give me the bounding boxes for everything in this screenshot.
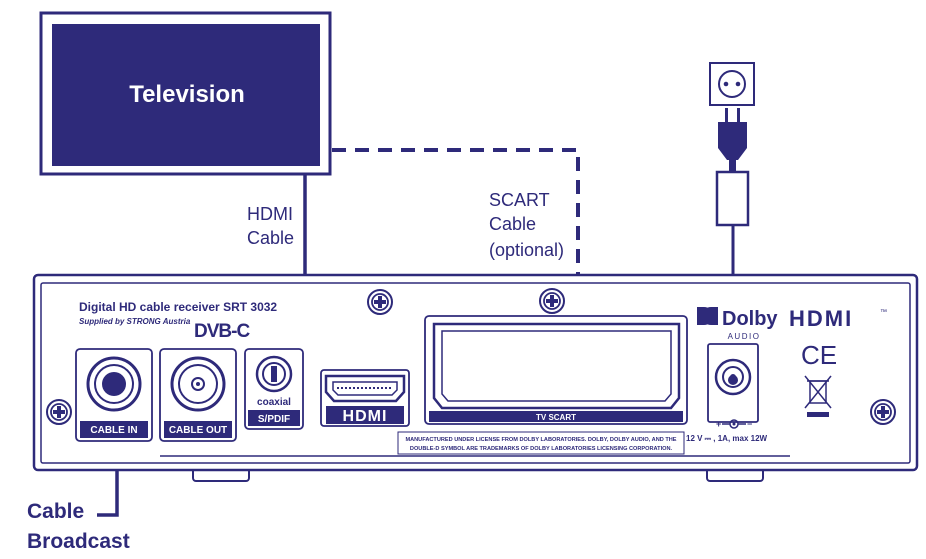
screw-icon — [46, 399, 72, 425]
scart-cable-label: SCART Cable (optional) — [489, 190, 564, 260]
weee-bin-icon — [804, 375, 832, 417]
model-name: Digital HD cable receiver SRT 3032 — [79, 300, 277, 314]
spdif-port: coaxial S/PDIF — [244, 348, 304, 430]
svg-text:+: + — [716, 419, 721, 429]
scart-port: TV SCART — [424, 315, 688, 425]
hdmi-tm: ™ — [880, 309, 887, 316]
broadcast-label: Cable Broadcast — [27, 500, 130, 553]
hdmi-port: HDMI — [320, 369, 410, 427]
hdmi-logo: HDMI — [789, 306, 853, 331]
cable-in-port: CABLE IN — [75, 348, 153, 442]
hdmi-port-label: HDMI — [343, 408, 388, 425]
screw-icon — [870, 399, 896, 425]
wall-socket-icon — [709, 62, 755, 106]
scart-port-label: TV SCART — [536, 413, 576, 422]
svg-text:MANUFACTURED UNDER LICENSE FRO: MANUFACTURED UNDER LICENSE FROM DOLBY LA… — [405, 437, 676, 443]
ce-mark: CE — [801, 340, 837, 370]
receiver-rear-panel: Digital HD cable receiver SRT 3032 Suppl… — [32, 273, 919, 482]
dvb-c-logo: DVB-C — [193, 318, 251, 342]
power-plug-icon — [718, 108, 747, 172]
svg-text:DVB-C: DVB-C — [194, 321, 250, 342]
power-rating: 12 V ⎓ , 1A, max 12W — [686, 434, 768, 443]
svg-text:DOUBLE-D SYMBOL ARE TRADEMARKS: DOUBLE-D SYMBOL ARE TRADEMARKS OF DOLBY … — [410, 446, 673, 452]
dolby-license-text: MANUFACTURED UNDER LICENSE FROM DOLBY LA… — [397, 431, 685, 455]
supplier-text: Supplied by STRONG Austria — [79, 317, 191, 326]
screw-icon — [539, 288, 565, 314]
dolby-double-d-icon — [697, 307, 718, 325]
power-cable-tip — [728, 375, 738, 385]
dolby-logo: Dolby AUDIO — [697, 307, 778, 341]
screw-icon — [367, 289, 393, 315]
svg-text:−: − — [747, 419, 752, 429]
television-label: Television — [129, 81, 245, 108]
polarity-icon: + − — [716, 419, 752, 429]
television: Television — [39, 11, 332, 176]
power-adapter-icon — [715, 170, 750, 227]
cable-in-label: CABLE IN — [90, 425, 137, 436]
spdif-label: S/PDIF — [258, 414, 290, 425]
dolby-brand: Dolby — [722, 308, 778, 330]
cable-out-port: CABLE OUT — [159, 348, 237, 442]
cable-out-label: CABLE OUT — [169, 425, 227, 436]
dolby-audio-label: AUDIO — [728, 332, 761, 341]
hdmi-cable-label: HDMI Cable — [247, 204, 298, 248]
coaxial-label: coaxial — [257, 397, 291, 408]
